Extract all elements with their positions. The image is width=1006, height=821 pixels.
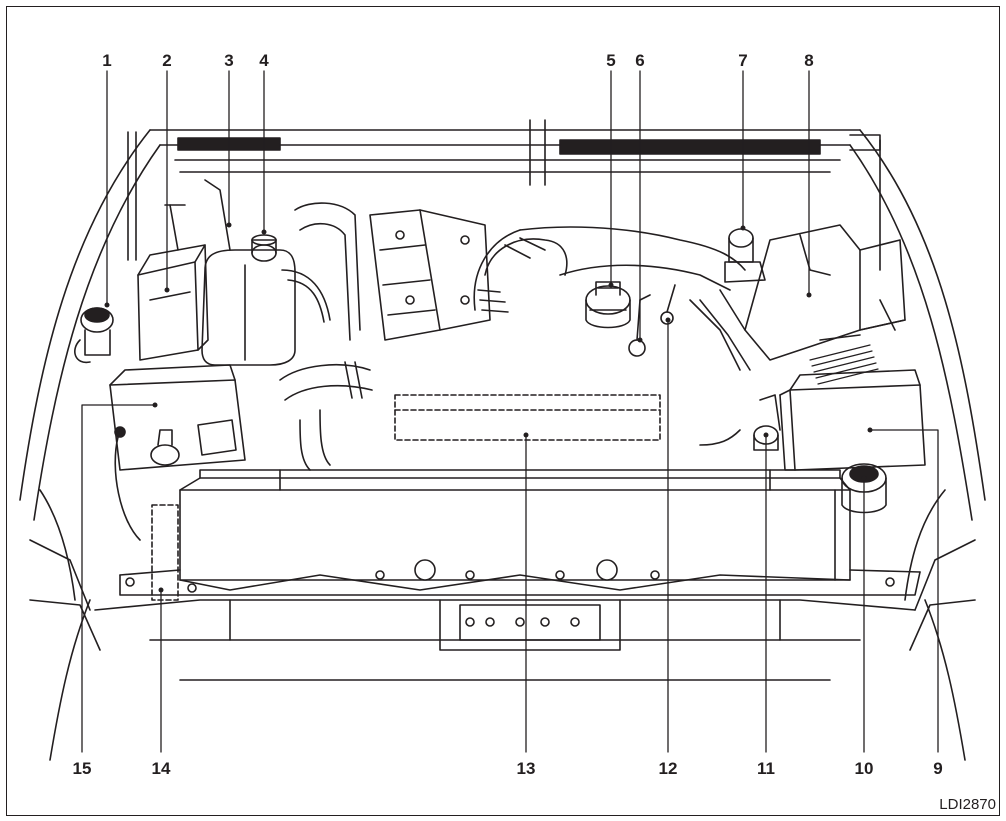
intake-manifold [294, 202, 491, 341]
callout-14: 14 [151, 759, 171, 778]
engine-control-box [109, 364, 246, 541]
lower-front-details [29, 599, 976, 651]
callout-2: 2 [162, 51, 172, 70]
engine-oil-filler-cap [585, 281, 631, 329]
air-cleaner-box [719, 224, 906, 361]
callout-11: 11 [757, 759, 775, 778]
callout-3: 3 [224, 51, 234, 70]
callout-12: 12 [658, 759, 678, 778]
brake-fluid-reservoir [74, 307, 114, 364]
leader-lines [81, 70, 939, 753]
hood-support-rods [39, 489, 946, 601]
transmission-dipstick [660, 284, 751, 371]
callout-10: 10 [854, 759, 874, 778]
air-intake-hose [473, 226, 746, 313]
heat-exchanger-fins [809, 344, 879, 385]
fluid-reservoir-right [724, 228, 766, 283]
coolant-reservoir [201, 179, 331, 366]
leader-dots [104, 222, 873, 593]
callout-13: 13 [516, 759, 536, 778]
figure-frame [6, 6, 1000, 816]
highlight-box-14 [151, 504, 179, 601]
radiator-upper-hose [279, 361, 373, 471]
callout-9: 9 [933, 759, 943, 778]
callout-8: 8 [804, 51, 814, 70]
highlight-box-13 [394, 394, 661, 441]
radiator-core-support [119, 469, 921, 596]
power-steering-reservoir [699, 394, 781, 451]
fuse-box [137, 204, 209, 361]
battery [779, 369, 926, 471]
callout-7: 7 [738, 51, 748, 70]
callout-15: 15 [72, 759, 92, 778]
figure-code-label: LDI2870 [937, 796, 998, 813]
callout-1: 1 [102, 51, 112, 70]
callout-6: 6 [635, 51, 645, 70]
callout-4: 4 [259, 51, 269, 70]
callout-5: 5 [606, 51, 616, 70]
